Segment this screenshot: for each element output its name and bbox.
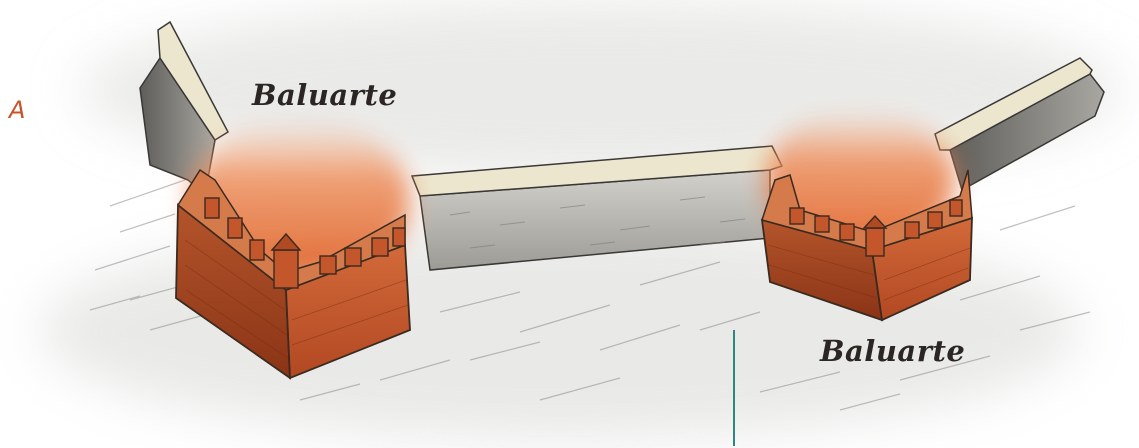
panel-letter: A [9, 96, 25, 124]
bastion-label-left: Baluarte [252, 78, 397, 112]
pointer-line [733, 330, 735, 446]
bastion-label-right: Baluarte [820, 334, 965, 368]
